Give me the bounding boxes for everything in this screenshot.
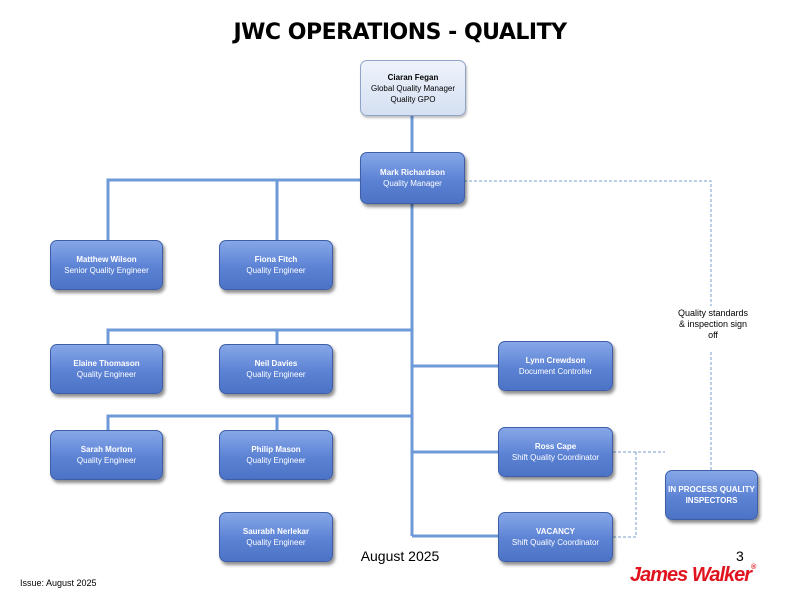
node-philip-mason: Philip Mason Quality Engineer [219,430,333,480]
node-matthew-wilson: Matthew Wilson Senior Quality Engineer [50,240,163,290]
node-name: Saurabh Nerlekar [242,527,310,536]
node-name: Matthew Wilson [76,255,137,264]
node-sarah-morton: Sarah Morton Quality Engineer [50,430,163,480]
node-name: Fiona Fitch [254,255,298,264]
node-name: Ross Cape [534,442,577,451]
node-ciaran-fegan: Ciaran Fegan Global Quality Manager Qual… [360,60,466,116]
node-role: Quality Engineer [76,370,137,379]
node-name: Mark Richardson [380,168,445,177]
page-title: JWC OPERATIONS - QUALITY [233,20,567,45]
node-in-process-quality-inspectors: IN PROCESS QUALITY INSPECTORS [665,470,758,520]
node-role: Quality Engineer [246,370,306,379]
node-lynn-crewdson: Lynn Crewdson Document Controller [498,341,613,391]
node-role-secondary: Quality GPO [390,94,436,104]
node-role: Quality Engineer [246,266,306,275]
node-saurabh-nerlekar: Saurabh Nerlekar Quality Engineer [219,512,333,562]
node-name: IN PROCESS QUALITY INSPECTORS [668,485,755,505]
node-role: Senior Quality Engineer [64,266,149,275]
node-neil-davies: Neil Davies Quality Engineer [219,344,333,394]
node-fiona-fitch: Fiona Fitch Quality Engineer [219,240,333,290]
node-role: Shift Quality Coordinator [511,453,600,462]
footer-date: August 2025 [360,548,440,564]
node-role: Quality Engineer [76,456,137,465]
node-name: Philip Mason [251,445,301,454]
node-name: Ciaran Fegan [387,72,439,82]
node-vacancy: VACANCY Shift Quality Coordinator [498,512,613,562]
node-name: Lynn Crewdson [525,356,586,365]
node-name: Neil Davies [254,359,298,368]
node-name: Elaine Thomason [73,359,140,368]
node-name: VACANCY [536,527,575,536]
node-role: Quality Engineer [246,538,306,547]
registered-mark-icon: ® [751,564,756,571]
logo-text: James Walker [630,564,752,586]
node-mark-richardson: Mark Richardson Quality Manager [360,152,465,204]
node-ross-cape: Ross Cape Shift Quality Coordinator [498,427,613,477]
node-role: Shift Quality Coordinator [511,538,600,547]
node-role: Document Controller [518,367,593,376]
page-number: 3 [736,548,744,564]
node-role: Quality Engineer [246,456,306,465]
node-name: Sarah Morton [80,445,133,454]
james-walker-logo: James Walker® [630,564,756,587]
issue-date: Issue: August 2025 [20,578,97,588]
node-role: Global Quality Manager [370,83,456,93]
node-role: Quality Manager [383,179,442,188]
node-elaine-thomason: Elaine Thomason Quality Engineer [50,344,163,394]
dotted-line-note: Quality standards & inspection sign off [677,308,749,340]
